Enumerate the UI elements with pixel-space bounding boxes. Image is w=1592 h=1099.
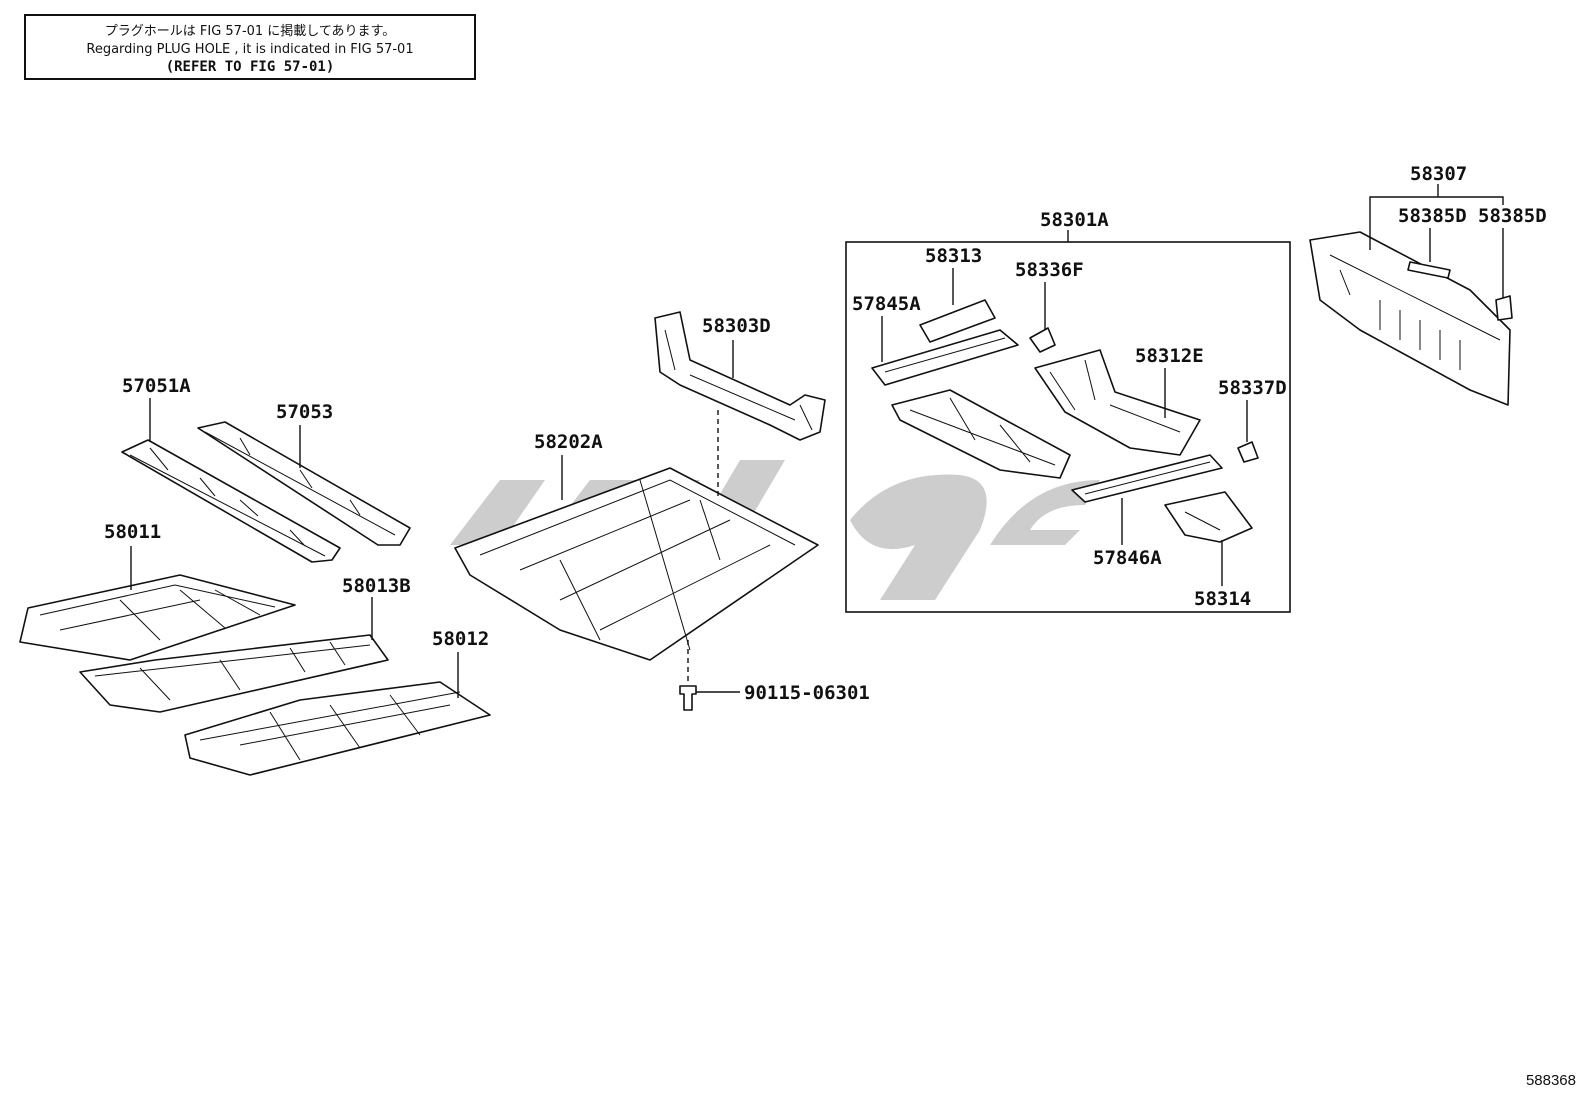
label-57846A: 57846A	[1093, 547, 1162, 569]
note-refer-text: (REFER TO FIG 57-01)	[165, 59, 335, 75]
part-58301A-floor-panel	[891, 389, 1071, 479]
part-58314-bracket	[1164, 491, 1253, 586]
reference-note-box: プラグホールは FIG 57-01 に掲載してあります。 Regarding P…	[24, 14, 476, 80]
label-58313: 58313	[925, 245, 982, 267]
label-57051A: 57051A	[122, 375, 191, 397]
part-58303D-cross-member	[654, 311, 826, 500]
label-58013B: 58013B	[342, 575, 411, 597]
label-58303D: 58303D	[702, 315, 771, 337]
part-58307-rear-panel	[1309, 184, 1513, 406]
part-57846A-member	[1071, 454, 1223, 545]
label-58012: 58012	[432, 628, 489, 650]
part-58011-floor-pan	[19, 546, 296, 661]
figure-id: 588368	[1525, 1072, 1576, 1089]
note-english-text: Regarding PLUG HOLE , it is indicated in…	[86, 42, 414, 57]
part-58012-rear-floor	[184, 652, 491, 776]
part-58312E-rear-pan	[1034, 349, 1201, 456]
part-90115-06301-bolt	[679, 640, 740, 711]
part-57051A-rail	[121, 398, 341, 563]
label-57053: 57053	[276, 401, 333, 423]
note-japanese-text: プラグホールは FIG 57-01 に掲載してあります。	[104, 24, 396, 39]
part-57845A-member	[871, 316, 1019, 386]
label-58337D: 58337D	[1218, 377, 1287, 399]
part-58202A-main-floor	[454, 455, 819, 661]
label-58314: 58314	[1194, 588, 1251, 610]
label-58301A: 58301A	[1040, 209, 1109, 231]
label-58202A: 58202A	[534, 431, 603, 453]
label-58336F: 58336F	[1015, 259, 1084, 281]
label-58011: 58011	[104, 521, 161, 543]
part-58313-bracket	[919, 268, 996, 343]
label-90115-06301: 90115-06301	[744, 682, 870, 704]
part-58013B-center-floor	[79, 597, 389, 713]
label-57845A: 57845A	[852, 293, 921, 315]
part-58337D-clip	[1237, 400, 1259, 463]
label-58385D-right: 58385D	[1478, 205, 1547, 227]
label-58307: 58307	[1410, 163, 1467, 185]
label-58385D-left: 58385D	[1398, 205, 1467, 227]
part-58336F-clip	[1029, 282, 1056, 353]
label-58312E: 58312E	[1135, 345, 1204, 367]
part-57053-rail	[197, 421, 411, 546]
